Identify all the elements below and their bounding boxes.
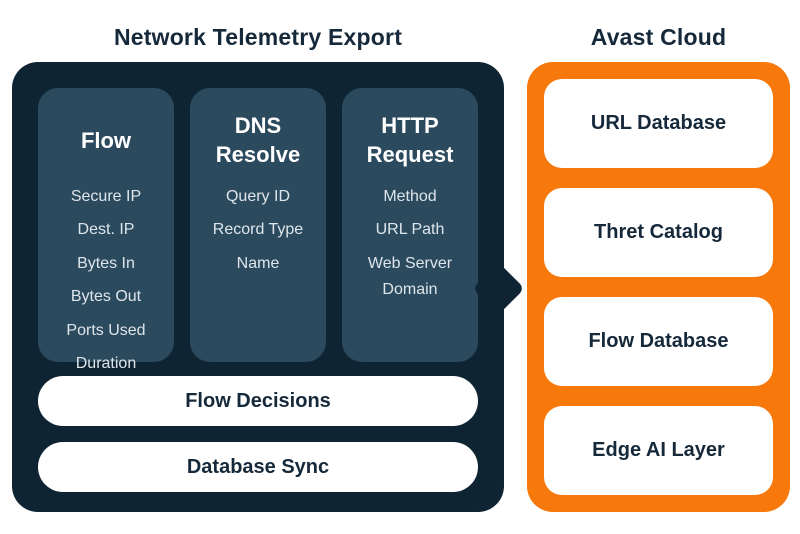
- list-item: Bytes In: [77, 254, 135, 272]
- flow-card-title: Flow: [80, 127, 132, 153]
- telemetry-panel: Flow Secure IP Dest. IP Bytes In Bytes O…: [12, 62, 525, 512]
- http-request-card-items: Method URL Path Web Server Domain: [354, 184, 466, 304]
- thret-catalog-card: Thret Catalog: [544, 188, 773, 277]
- dns-resolve-card-items: Query ID Record Type Name: [202, 184, 314, 277]
- cloud-panel: URL Database Thret Catalog Flow Database…: [527, 62, 790, 512]
- http-request-card-title: HTTP Request: [366, 113, 454, 167]
- dns-resolve-card-title: DNS Resolve: [215, 113, 301, 167]
- database-sync-bar: Database Sync: [38, 442, 478, 492]
- list-item: Duration: [75, 354, 137, 372]
- url-database-card: URL Database: [544, 79, 773, 168]
- telemetry-cards-row: Flow Secure IP Dest. IP Bytes In Bytes O…: [38, 88, 478, 372]
- flow-card-items: Secure IP Dest. IP Bytes In Bytes Out Po…: [50, 184, 162, 377]
- list-item: Secure IP: [70, 188, 142, 205]
- flow-card: Flow Secure IP Dest. IP Bytes In Bytes O…: [38, 88, 174, 372]
- flow-database-card: Flow Database: [544, 297, 773, 386]
- list-item: Web Server Domain: [367, 254, 453, 299]
- list-item: Ports Used: [66, 321, 146, 339]
- connector-arrow-icon: [472, 262, 525, 315]
- list-item: Query ID: [225, 188, 290, 205]
- http-request-card: HTTP Request Method URL Path Web Server …: [342, 88, 478, 362]
- flow-decisions-bar: Flow Decisions: [38, 376, 478, 426]
- telemetry-panel-title: Network Telemetry Export: [113, 24, 403, 50]
- list-item: URL Path: [375, 221, 445, 239]
- list-item: Method: [383, 188, 437, 205]
- dns-resolve-card: DNS Resolve Query ID Record Type Name: [190, 88, 326, 362]
- list-item: Dest. IP: [77, 221, 135, 239]
- list-item: Record Type: [212, 221, 304, 239]
- edge-ai-layer-card: Edge AI Layer: [544, 406, 773, 495]
- cloud-panel-title: Avast Cloud: [590, 24, 727, 50]
- list-item: Bytes Out: [70, 288, 142, 306]
- list-item: Name: [236, 254, 280, 272]
